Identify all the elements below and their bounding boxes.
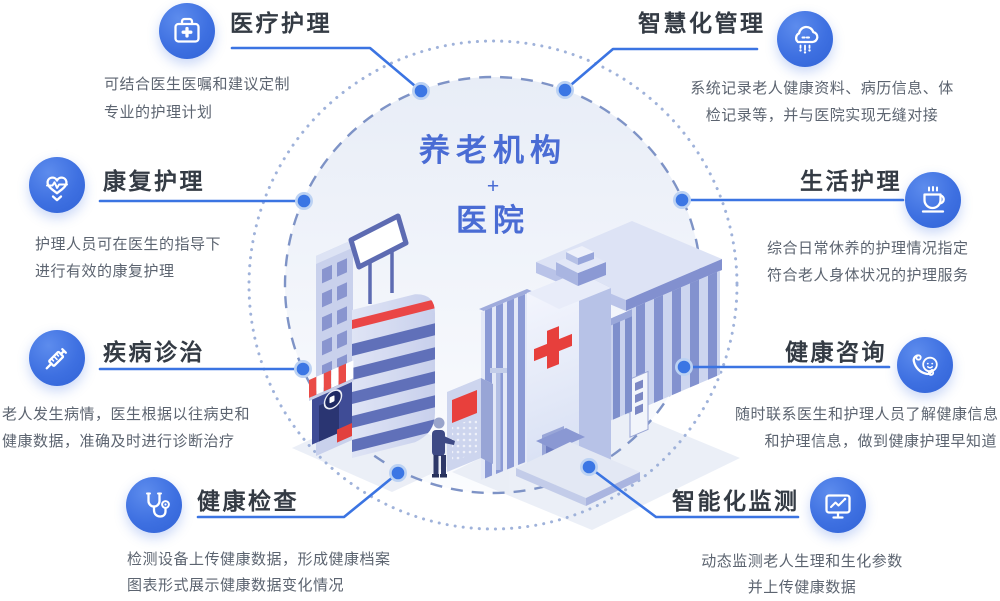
feature-title: 健康检查 bbox=[197, 488, 299, 514]
shop-front bbox=[309, 360, 354, 445]
feature-title: 康复护理 bbox=[103, 168, 205, 194]
feature-title: 健康咨询 bbox=[785, 339, 887, 365]
feature-title: 智慧化管理 bbox=[638, 10, 766, 36]
coffee-cup-icon bbox=[905, 172, 961, 228]
kiosk-screen bbox=[452, 390, 477, 423]
center-title-line2: 医院 bbox=[456, 203, 530, 238]
information-kiosk bbox=[447, 368, 507, 472]
feature-description: 随时联系医生和护理人员了解健康信息和护理信息，做到健康护理早知道 bbox=[735, 406, 999, 450]
feature-description: 综合日常休养的护理情况指定符合老人身体状况的护理服务 bbox=[767, 240, 969, 284]
phone-consult-icon bbox=[897, 337, 953, 393]
feature-title: 智能化监测 bbox=[672, 488, 800, 514]
striped-awning bbox=[309, 360, 354, 401]
feature-title: 医疗护理 bbox=[230, 10, 332, 36]
outer-dotted-circle bbox=[247, 39, 739, 531]
connection-dots bbox=[294, 81, 693, 482]
feature-description: 老人发生病情，医生根据以往病史和健康数据，准确及时进行诊断治疗 bbox=[2, 406, 251, 450]
person-figure bbox=[432, 417, 455, 478]
feature-description: 动态监测老人生理和生化参数并上传健康数据 bbox=[701, 553, 903, 596]
heart-pulse-icon bbox=[29, 157, 85, 213]
medical-kit-icon bbox=[159, 3, 215, 59]
connector-lines bbox=[98, 46, 905, 519]
elderly-home-building bbox=[309, 213, 435, 458]
vertical-sign bbox=[629, 370, 649, 438]
center-title-line1: 养老机构 bbox=[419, 133, 567, 168]
cloud-network-icon bbox=[777, 11, 833, 67]
rooftop-sign bbox=[348, 213, 409, 270]
center-title-plus: + bbox=[486, 173, 500, 198]
stethoscope-icon bbox=[126, 477, 182, 533]
hospital-building bbox=[479, 221, 722, 506]
feature-description: 护理人员可在医生的指导下进行有效的康复护理 bbox=[35, 236, 222, 280]
feature-description: 系统记录老人健康资料、病历信息、体检记录等，并与医院实现无缝对接 bbox=[690, 80, 954, 124]
syringe-icon bbox=[29, 330, 85, 386]
feature-description: 可结合医生医嘱和建议定制专业的护理计划 bbox=[104, 76, 291, 121]
center-title: 养老机构 + 医院 bbox=[373, 131, 613, 241]
feature-title: 生活护理 bbox=[800, 168, 902, 194]
monitor-chart-icon bbox=[810, 477, 866, 533]
feature-title: 疾病诊治 bbox=[103, 339, 205, 365]
feature-description: 检测设备上传健康数据，形成健康档案图表形式展示健康数据变化情况 bbox=[127, 551, 391, 594]
